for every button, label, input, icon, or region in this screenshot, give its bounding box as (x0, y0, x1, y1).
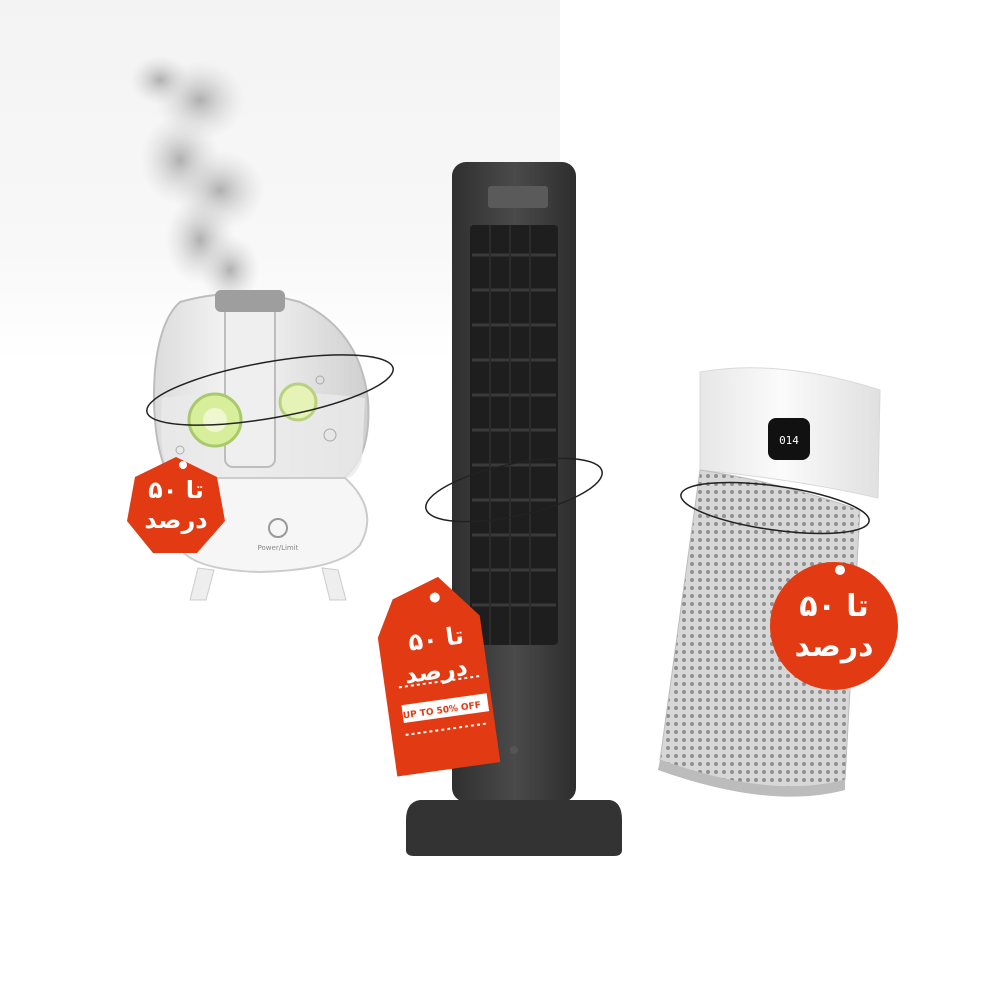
humidifier-power-label: Power/Limit (258, 544, 299, 552)
tower-fan-discount-tag: تا ۵۰ درصد UP TO 50% OFF (362, 574, 512, 782)
tag-line-1: تا ۵۰ (148, 476, 204, 504)
tag-line-2: درصد (794, 629, 874, 664)
tag-shape (127, 457, 225, 553)
tag-line-2: درصد (144, 506, 208, 534)
purifier-display: 014 (779, 434, 799, 447)
air-purifier-image: 014 (658, 367, 881, 797)
steam (130, 55, 265, 305)
tag-shape (770, 562, 898, 690)
humidifier-discount-tag: تا ۵۰ درصد (125, 455, 227, 557)
air-purifier-discount-tag: تا ۵۰ درصد (768, 560, 900, 692)
humidifier-image: Power/Limit (130, 55, 394, 601)
tag-line-1: تا ۵۰ (799, 589, 869, 624)
tag-shape (377, 576, 501, 777)
